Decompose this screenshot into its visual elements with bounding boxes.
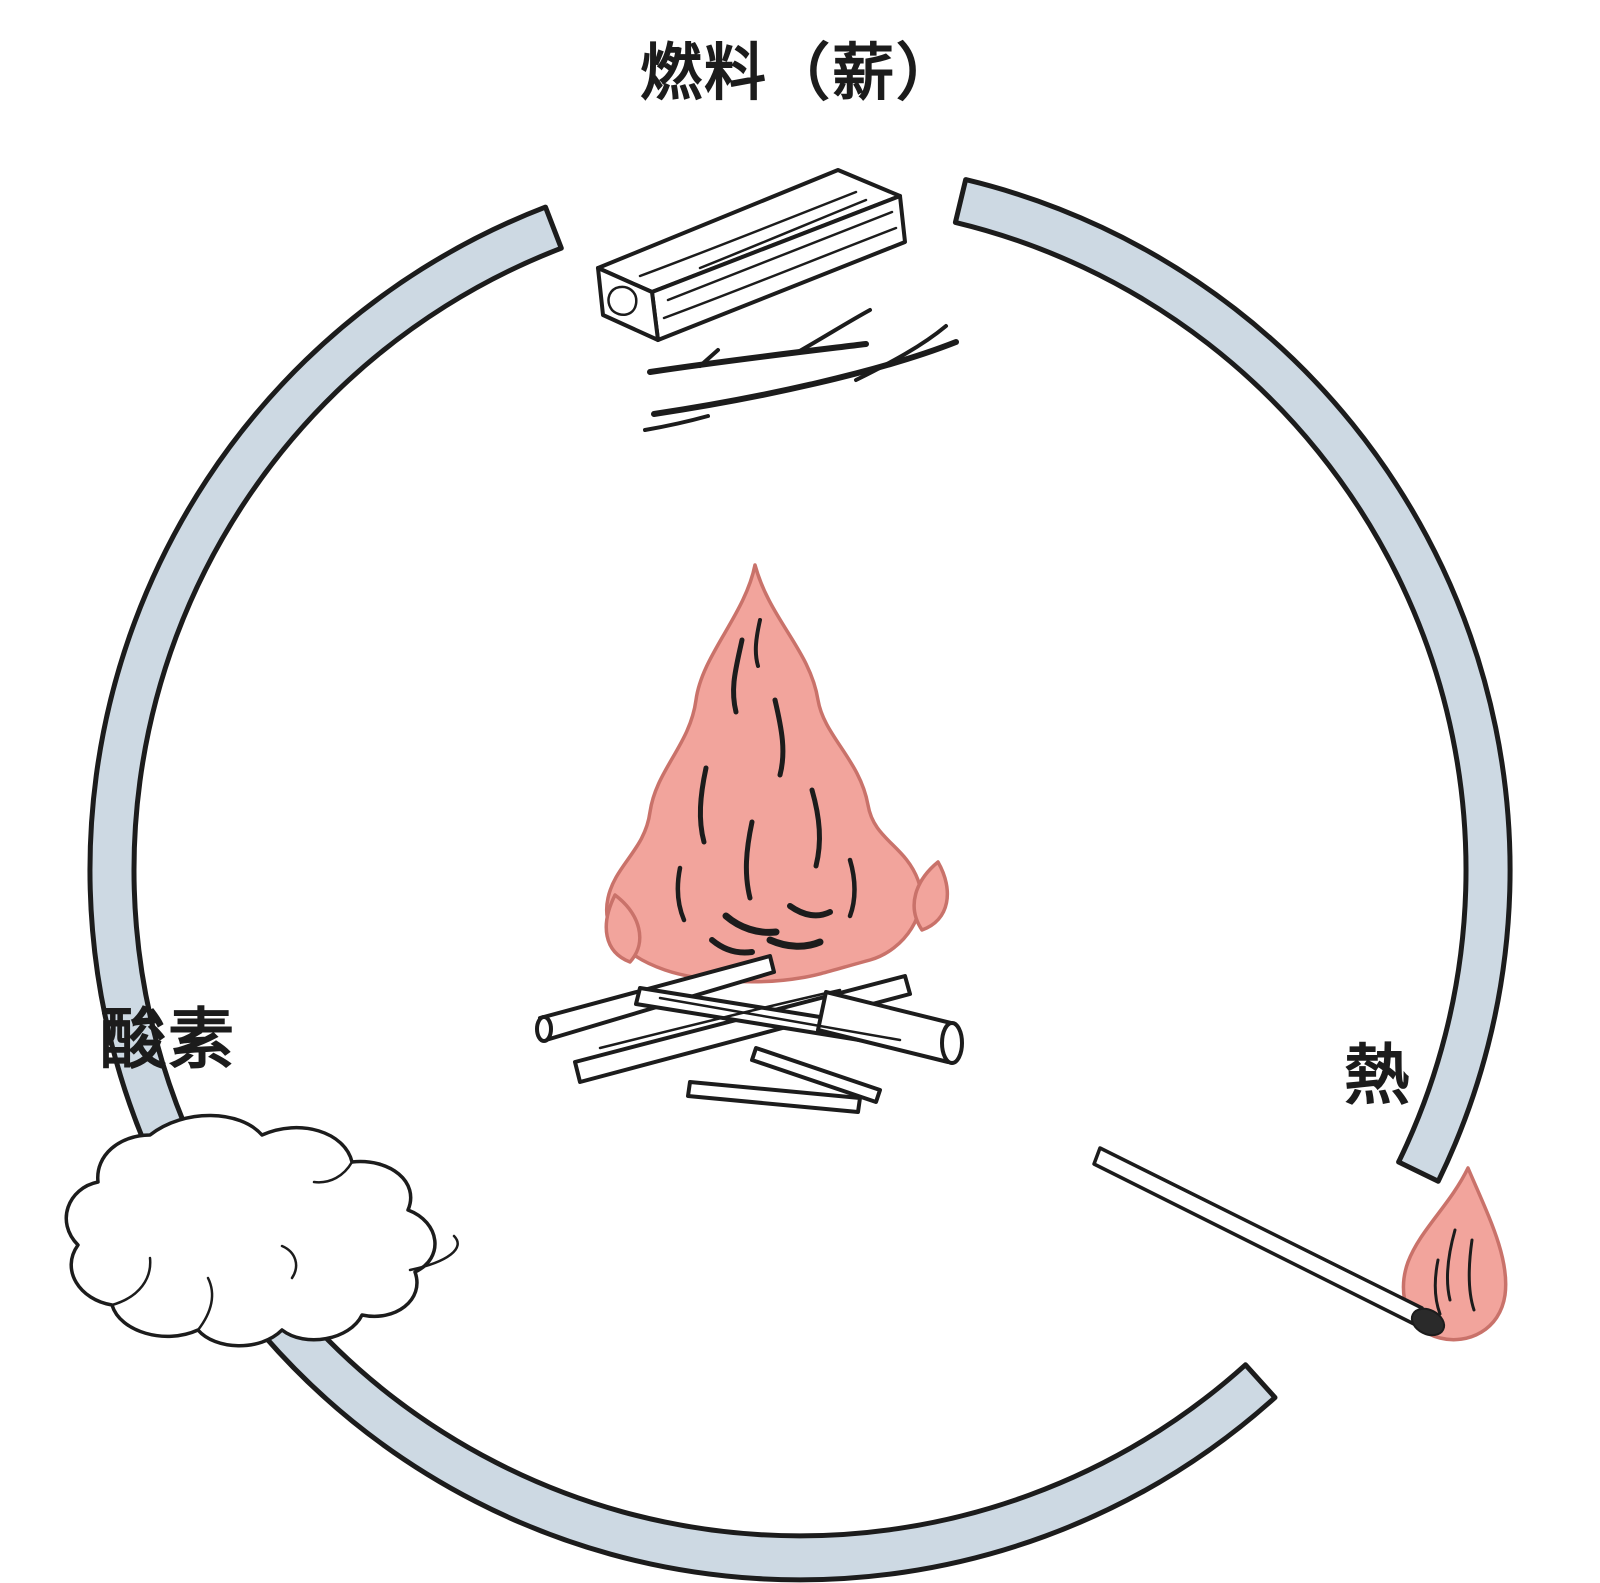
circle-arc-bottom xyxy=(261,1304,1278,1583)
firewood-icon xyxy=(596,168,959,432)
fuel-label: 燃料（薪） xyxy=(639,36,961,109)
circle-arc-right xyxy=(952,177,1513,1184)
heat-label: 熱 xyxy=(1344,1037,1412,1114)
campfire-icon xyxy=(535,563,964,1114)
circle-arc-left xyxy=(87,204,564,1206)
oxygen-cloud-icon xyxy=(64,1113,459,1348)
burning-match-icon xyxy=(1092,1146,1508,1342)
oxygen-label: 酸素 xyxy=(100,1001,236,1078)
